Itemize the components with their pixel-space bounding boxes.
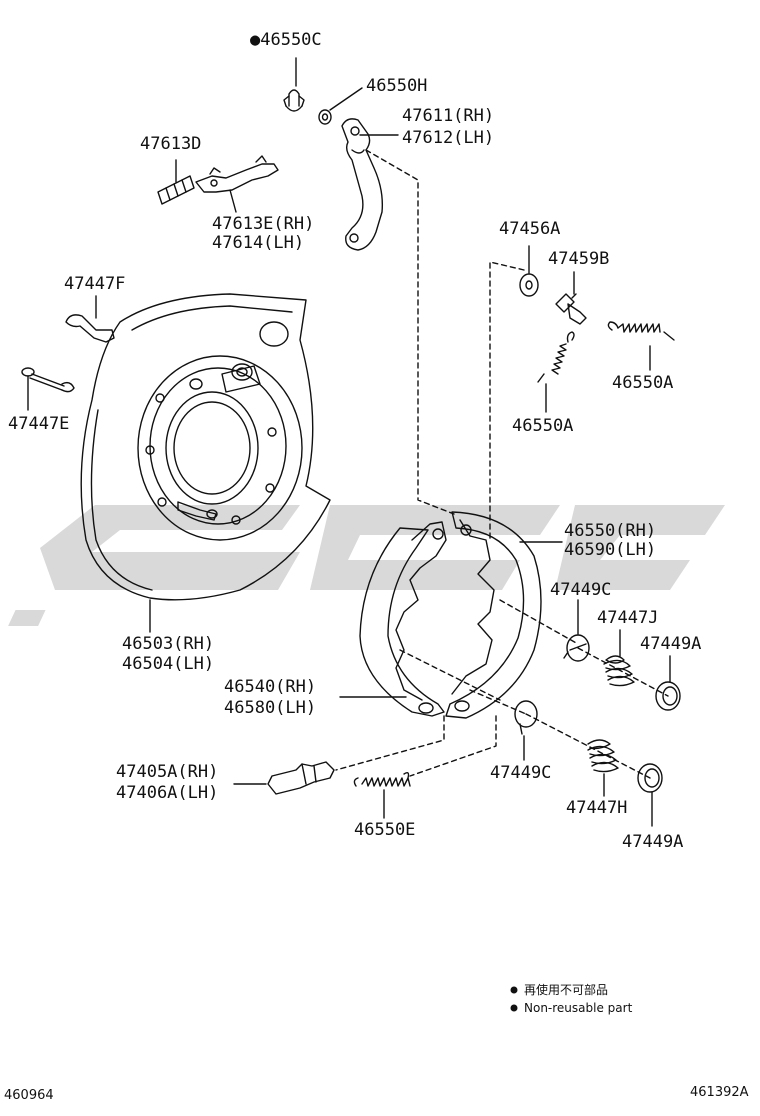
- spring-clip-47447f: [65, 314, 115, 343]
- part-label: 47614(LH): [212, 233, 305, 253]
- spring-46550e: [353, 771, 411, 787]
- strut-47613e: [195, 155, 279, 193]
- part-label: 47611(RH): [402, 106, 495, 126]
- ref-right: 461392A: [690, 1085, 749, 1100]
- part-label: 46550A: [612, 373, 674, 393]
- cup-47449c-lower: [514, 700, 538, 735]
- legend-bullet: [510, 1004, 518, 1012]
- part-label: 46503(RH): [122, 634, 215, 654]
- washer-47456a: [519, 273, 539, 297]
- leader: [229, 189, 237, 213]
- spring-46550a-left: [537, 331, 575, 383]
- part-label: 47449A: [640, 634, 702, 654]
- part-label: ●46550C: [250, 30, 322, 50]
- parking-lever-47611: [341, 118, 384, 251]
- part-label: 47447E: [8, 414, 70, 434]
- part-label: 46580(LH): [224, 698, 317, 718]
- shims-47613d: [157, 175, 195, 205]
- part-label: 47449C: [490, 763, 552, 783]
- part-label: 47447J: [597, 608, 659, 628]
- brake-shoe-46550: [445, 511, 542, 719]
- leader: [329, 87, 363, 111]
- part-label: 46550E: [354, 820, 416, 840]
- part-label: 47447F: [64, 274, 126, 294]
- part-label: 46550H: [366, 76, 428, 96]
- part-label: 46550(RH): [564, 521, 657, 541]
- cap-47449a-upper: [655, 681, 681, 711]
- legend-bullet: [510, 986, 518, 994]
- cup-47449c-upper: [563, 634, 590, 662]
- watermark-logo: [8, 505, 725, 626]
- part-label: 47612(LH): [402, 128, 495, 148]
- part-label: 47613E(RH): [212, 214, 315, 234]
- part-label: 47447H: [566, 798, 628, 818]
- part-label: 46550A: [512, 416, 574, 436]
- spring-46550a-right: [607, 321, 675, 341]
- spring-47447h: [587, 739, 619, 773]
- pin-47447e: [21, 367, 75, 393]
- part-label: 46590(LH): [564, 540, 657, 560]
- spring-47447j: [603, 655, 635, 687]
- cap-47449a-lower: [637, 763, 663, 793]
- clip-46550c: [283, 89, 305, 112]
- adjuster-47405a: [267, 761, 335, 795]
- assembly-lines: [335, 149, 669, 779]
- part-label: 46504(LH): [122, 654, 215, 674]
- legend-non-reusable-en: Non-reusable part: [524, 1001, 633, 1015]
- pin-47459b: [555, 293, 587, 325]
- part-label: 46540(RH): [224, 677, 317, 697]
- ref-left: 460964: [4, 1088, 54, 1103]
- legend-non-reusable-zh: 再使用不可部品: [524, 983, 609, 997]
- washer-46550h: [318, 109, 332, 125]
- part-label: 47406A(LH): [116, 783, 219, 803]
- brake-shoe-46540: [359, 521, 447, 717]
- part-label: 47456A: [499, 219, 561, 239]
- backing-plate-46503: [80, 293, 331, 601]
- part-label: 47449A: [622, 832, 684, 852]
- part-label: 47459B: [548, 249, 610, 269]
- part-label: 47405A(RH): [116, 762, 219, 782]
- part-label: 47613D: [140, 134, 202, 154]
- part-label: 47449C: [550, 580, 612, 600]
